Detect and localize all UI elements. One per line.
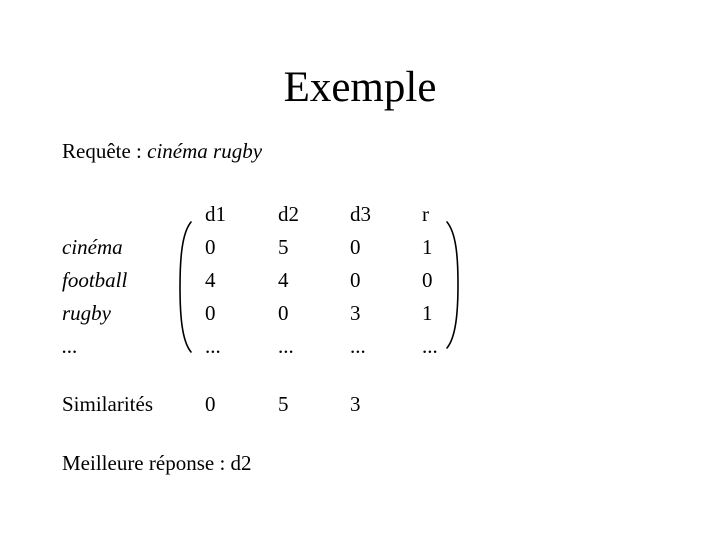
similarity-value-r-empty — [422, 388, 482, 421]
left-parenthesis-icon — [179, 221, 192, 353]
matrix-cell: 4 — [278, 268, 289, 292]
matrix-col-header-d1: d1 — [205, 202, 226, 226]
query-line: Requête : cinéma rugby — [62, 139, 262, 164]
similarity-value-d3: 3 — [350, 392, 361, 416]
matrix-row-label: cinéma — [62, 235, 123, 259]
matrix-cell: ... — [422, 334, 438, 358]
similarities-label: Similarités — [62, 392, 153, 416]
matrix-cell: ... — [278, 334, 294, 358]
matrix-col-header-d3: d3 — [350, 202, 371, 226]
matrix-cell: 1 — [422, 235, 433, 259]
matrix-cell: ... — [350, 334, 366, 358]
matrix-cell: 0 — [422, 268, 433, 292]
similarities-row: Similarités 0 5 3 — [62, 388, 482, 421]
matrix-cell: 1 — [422, 301, 433, 325]
page-title: Exemple — [283, 64, 437, 111]
matrix-col-header-r: r — [422, 202, 429, 226]
matrix-cell: 5 — [278, 235, 289, 259]
right-parenthesis-icon — [446, 221, 459, 349]
query-label: Requête : — [62, 139, 148, 163]
matrix-col-header-d2: d2 — [278, 202, 299, 226]
matrix-row-label: rugby — [62, 301, 111, 325]
matrix-cell: 0 — [350, 235, 361, 259]
matrix-cell: 0 — [278, 301, 289, 325]
matrix-cell: 0 — [350, 268, 361, 292]
matrix-cell: 0 — [205, 301, 216, 325]
matrix-row-label: ... — [62, 334, 78, 358]
similarity-value-d1: 0 — [205, 392, 216, 416]
matrix-cell: 4 — [205, 268, 216, 292]
best-answer-line: Meilleure réponse : d2 — [62, 451, 252, 475]
query-terms: cinéma rugby — [147, 139, 263, 163]
term-document-matrix: d1 d2 d3 r cinéma 0 5 0 1 football 4 4 0… — [62, 198, 482, 363]
matrix-cell: 0 — [205, 235, 216, 259]
matrix-cell: 3 — [350, 301, 361, 325]
matrix-row-label: football — [62, 268, 128, 292]
matrix-cell: ... — [205, 334, 221, 358]
similarity-value-d2: 5 — [278, 392, 289, 416]
